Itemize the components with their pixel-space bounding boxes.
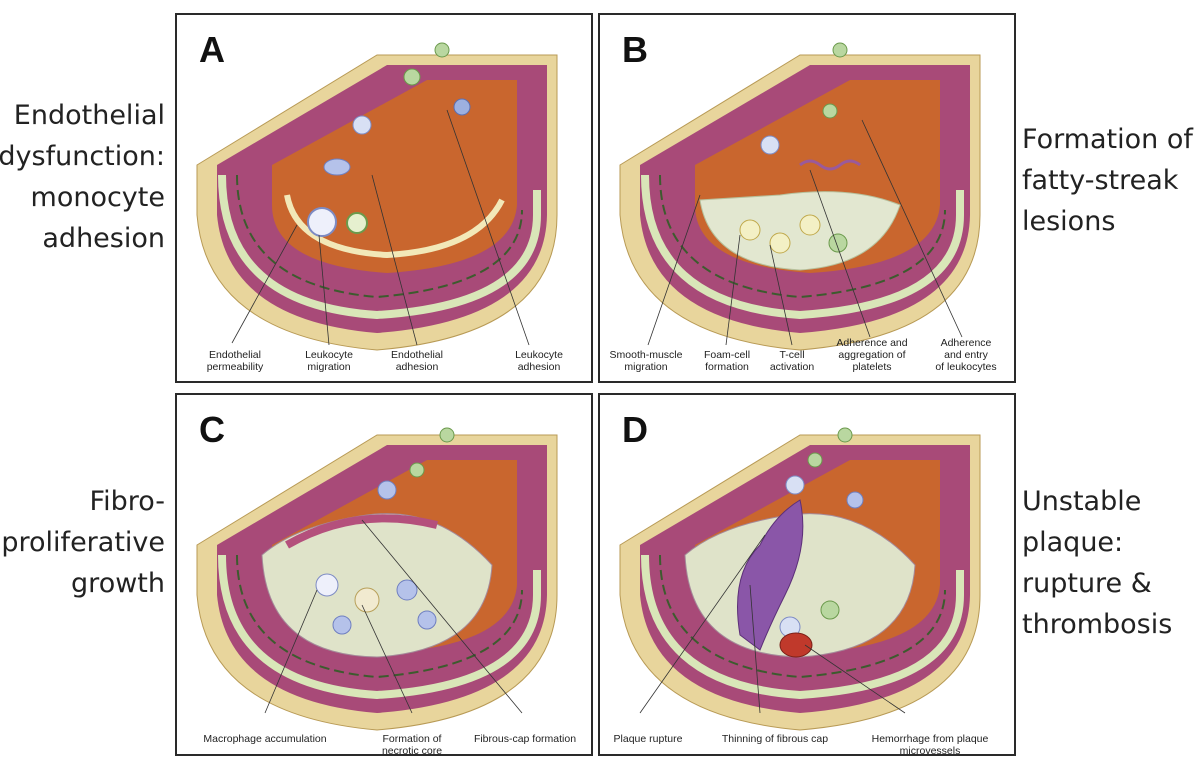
side-label-a-line: Endothelial xyxy=(0,95,165,136)
callout-line: Fibrous-cap formation xyxy=(465,733,585,745)
callout-line: necrotic core xyxy=(372,745,452,756)
callout-line: Hemorrhage from plaque xyxy=(860,733,1000,745)
callout-line: permeability xyxy=(195,361,275,373)
side-label-c-line: Fibro- xyxy=(1,481,165,522)
callout-line: migration xyxy=(604,361,688,373)
callout-smooth-muscle-migration: Smooth-muscle migration xyxy=(604,349,688,373)
panel-letter-c: C xyxy=(199,409,225,451)
side-label-d-line: rupture & xyxy=(1022,563,1172,604)
callout-line: Formation of xyxy=(372,733,452,745)
side-label-c-line: growth xyxy=(1,563,165,604)
panel-letter-b: B xyxy=(622,29,648,71)
callout-line: Adherence xyxy=(926,337,1006,349)
side-label-a-line: monocyte xyxy=(0,177,165,218)
callout-foam-cell-formation: Foam-cell formation xyxy=(694,349,760,373)
callout-line: adhesion xyxy=(499,361,579,373)
callout-line: Macrophage accumulation xyxy=(195,733,335,745)
callout-thinning-fibrous-cap: Thinning of fibrous cap xyxy=(710,733,840,745)
artery-cross-section-illustration xyxy=(177,15,591,381)
callout-leukocyte-entry: Adherence and entry of leukocytes xyxy=(926,337,1006,373)
callout-fibrous-cap-formation: Fibrous-cap formation xyxy=(465,733,585,745)
callout-line: activation xyxy=(762,361,822,373)
callout-line: T-cell xyxy=(762,349,822,361)
artery-cross-section-illustration xyxy=(600,15,1014,381)
callout-line: Thinning of fibrous cap xyxy=(710,733,840,745)
callout-line: Leukocyte xyxy=(499,349,579,361)
side-label-d-line: thrombosis xyxy=(1022,604,1172,645)
callout-line: Smooth-muscle xyxy=(604,349,688,361)
callout-line: formation xyxy=(694,361,760,373)
side-label-b-line: Formation of xyxy=(1022,119,1193,160)
callout-t-cell-activation: T-cell activation xyxy=(762,349,822,373)
side-label-c: Fibro- proliferative growth xyxy=(1,481,165,604)
callout-leukocyte-adhesion: Leukocyte adhesion xyxy=(499,349,579,373)
callout-line: Leukocyte xyxy=(289,349,369,361)
callout-line: Plaque rupture xyxy=(608,733,688,745)
side-label-b-line: fatty-streak xyxy=(1022,160,1193,201)
side-label-a: Endothelial dysfunction: monocyte adhesi… xyxy=(0,95,165,259)
callout-endothelial-adhesion: Endothelial adhesion xyxy=(377,349,457,373)
side-label-d: Unstable plaque: rupture & thrombosis xyxy=(1022,481,1172,645)
callout-line: adhesion xyxy=(377,361,457,373)
callout-line: Foam-cell xyxy=(694,349,760,361)
callout-line: platelets xyxy=(830,361,914,373)
panel-a: A Endothelial permeability Leukocyte mig… xyxy=(175,13,593,383)
side-label-d-line: plaque: xyxy=(1022,522,1172,563)
side-label-b-line: lesions xyxy=(1022,201,1193,242)
callout-line: Endothelial xyxy=(377,349,457,361)
callout-line: Endothelial xyxy=(195,349,275,361)
callout-leukocyte-migration: Leukocyte migration xyxy=(289,349,369,373)
callout-line: aggregation of xyxy=(830,349,914,361)
panel-letter-d: D xyxy=(622,409,648,451)
artery-cross-section-illustration xyxy=(177,395,591,754)
callout-necrotic-core: Formation of necrotic core xyxy=(372,733,452,756)
side-label-a-line: dysfunction: xyxy=(0,136,165,177)
side-label-d-line: Unstable xyxy=(1022,481,1172,522)
callout-line: of leukocytes xyxy=(926,361,1006,373)
artery-cross-section-illustration xyxy=(600,395,1014,754)
callout-line: migration xyxy=(289,361,369,373)
callout-line: and entry xyxy=(926,349,1006,361)
panel-b: B Smooth-muscle migration Foam-cell form… xyxy=(598,13,1016,383)
callout-platelet-aggregation: Adherence and aggregation of platelets xyxy=(830,337,914,373)
panel-c: C Macrophage accumulation Formation of n… xyxy=(175,393,593,756)
callout-endothelial-permeability: Endothelial permeability xyxy=(195,349,275,373)
callout-line: microvessels xyxy=(860,745,1000,756)
side-label-b: Formation of fatty-streak lesions xyxy=(1022,119,1193,242)
panel-letter-a: A xyxy=(199,29,225,71)
panel-d: D Plaque rupture Thinning of fibrous cap… xyxy=(598,393,1016,756)
callout-line: Adherence and xyxy=(830,337,914,349)
callout-macrophage-accumulation: Macrophage accumulation xyxy=(195,733,335,745)
callout-hemorrhage-microvessels: Hemorrhage from plaque microvessels xyxy=(860,733,1000,756)
callout-plaque-rupture: Plaque rupture xyxy=(608,733,688,745)
side-label-c-line: proliferative xyxy=(1,522,165,563)
side-label-a-line: adhesion xyxy=(0,218,165,259)
